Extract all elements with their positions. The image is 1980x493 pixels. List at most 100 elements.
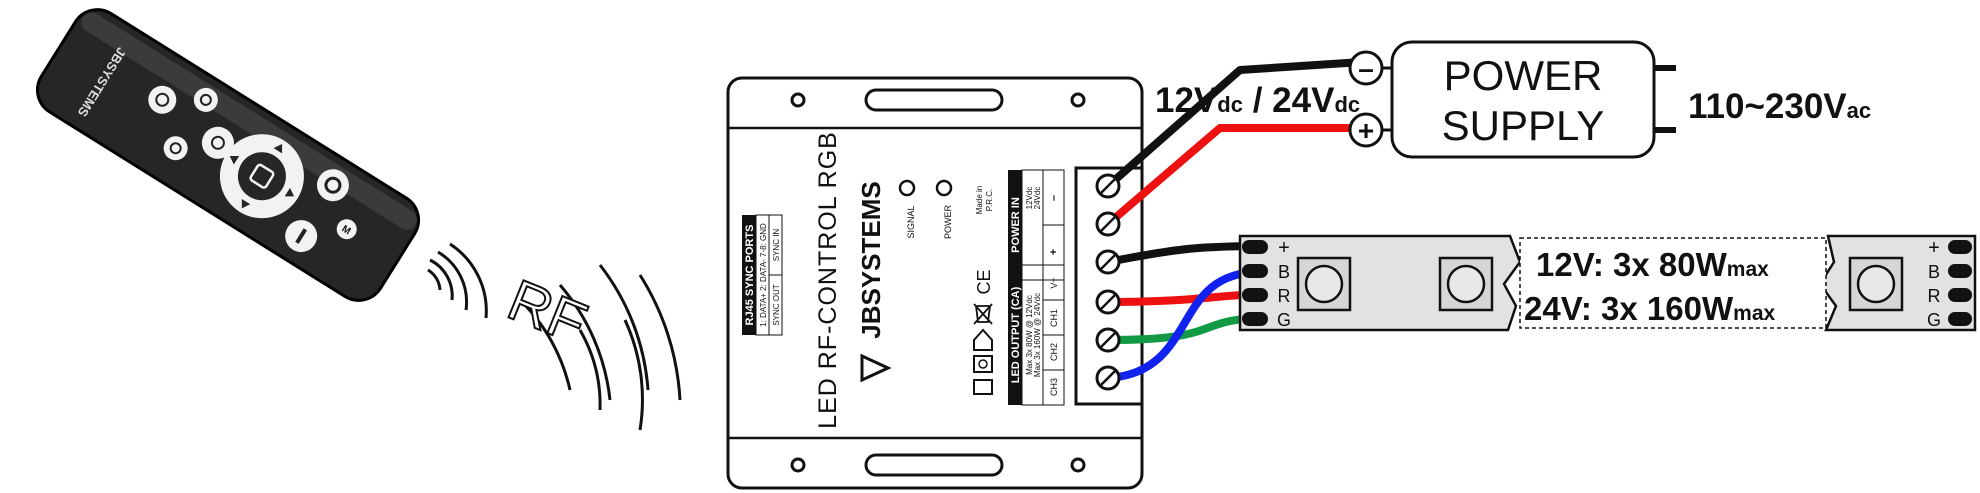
power-supply-negative-terminal: – [1348,50,1384,86]
led-output-max12: Max 3x 80W @ 12Vdc [1025,295,1034,375]
power-supply-line2: SUPPLY [1442,102,1605,149]
mount-hole [790,92,806,108]
led-strip-pin-b-left: B [1278,262,1290,282]
led-strip-spec-12v-main: 12V: 3x 80W [1536,246,1728,283]
indoor-icon [973,355,993,373]
power-in-minus: – [1048,195,1060,201]
dc-voltage-12v: 12V [1155,81,1218,120]
ac-voltage-label: 110~230Vac [1688,87,1871,126]
power-in-label: POWER IN 12Vdc 24Vdc + – [1008,169,1065,281]
manual-icon [973,379,993,395]
led-output-ch3: CH3 [1049,378,1059,396]
compliance-icons: CE Made in P.R.C. [973,186,994,395]
led-output-max24: Max 3x 160W @ 24Vdc [1033,293,1042,377]
signal-led [898,179,916,197]
rf-waves [427,242,682,431]
ce-mark: CE [974,269,994,294]
led-output-ch2: CH2 [1049,343,1059,361]
remote-button-m[interactable]: M [333,215,361,243]
mount-slot [864,88,1004,112]
wire-power-positive [1104,124,1376,228]
house-icon [973,328,993,351]
dc-voltage-24v: 24V [1272,81,1335,120]
dc-voltage-24v-sub: dc [1334,92,1360,117]
rf-label: RF [499,267,595,356]
remote-button-timer[interactable] [189,83,222,116]
rj45-sync-out: SYNC OUT [772,284,781,325]
rj45-pins: 1: DATA+ 2: DATA- 7-8: GND [759,223,768,327]
led-output-vplus: V+ [1049,277,1059,288]
power-supply-box [1390,40,1656,159]
terminal-screw-power-pos [1095,211,1121,237]
weee-bin-icon [973,303,993,325]
terminal-screws [1095,173,1121,391]
ac-voltage-main: 110~230V [1688,87,1847,126]
rj45-sync-ports-label: RJ45 SYNC PORTS 1: DATA+ 2: DATA- 7-8: G… [742,214,783,336]
signal-label: SIGNAL [906,205,916,238]
made-in-country: P.R.C. [985,189,994,212]
controller-brand: JBSYSTEMS [856,181,886,339]
remote-button-power-on[interactable] [143,80,182,119]
terminal-block [1074,166,1144,406]
remote-dpad[interactable] [204,118,320,234]
made-in-label: Made in [975,186,984,214]
controller-box: LED RF-CONTROL RGB JBSYSTEMS SIGNAL POWE… [726,76,1144,490]
power-supply-plus: + [1358,115,1374,146]
led-strip-pin-b-right: B [1928,262,1940,282]
led-output-ch1: CH1 [1049,309,1059,327]
power-in-plus: + [1048,249,1060,255]
wire-led-ch3-blue [1104,268,1264,382]
led-strip-spec-24v-sub: max [1733,302,1775,325]
mount-hole [1070,457,1086,473]
led-strip-pin-g-right: G [1927,310,1941,330]
power-supply-minus: – [1358,53,1374,84]
led-strip-pin-r-left: R [1278,286,1291,306]
led-strip: + B R G 12V: 3x 80Wmax 24V: 3x 160Wmax +… [1238,234,1977,332]
terminal-screw-vplus [1095,249,1121,275]
rj45-title: RJ45 SYNC PORTS [744,225,756,326]
remote-control: JBSYSTEMS M [35,8,421,302]
controller-brand-logo: JBSYSTEMS [856,181,892,383]
led-strip-spec-12v: 12V: 3x 80Wmax [1536,246,1769,283]
terminal-screw-ch3 [1095,365,1121,391]
led-strip-spec-24v-main: 24V: 3x 160W [1524,290,1734,327]
led-output-title: LED OUTPUT (CA) [1010,286,1022,383]
remote-button-speed[interactable] [159,132,192,165]
terminal-screw-ch2 [1095,327,1121,353]
power-in-12v: 12Vdc [1025,187,1034,210]
remote-button-on[interactable] [311,163,355,207]
mount-slot [864,453,1004,477]
led-chip [1438,256,1494,312]
led-chip [1296,256,1352,312]
wire-power-negative [1104,58,1366,190]
power-supply-positive-terminal: + [1348,112,1384,148]
led-output-label: LED OUTPUT (CA) Max 3x 80W @ 12Vdc Max 3… [1008,264,1065,406]
led-strip-spec-area [1519,237,1827,329]
dc-voltage-label: 12Vdc / 24Vdc [1155,81,1360,120]
terminal-screw-power-neg [1095,173,1121,199]
remote-button-mode[interactable] [196,121,240,165]
mount-hole [790,457,806,473]
mount-hole [1070,92,1086,108]
dc-voltage-12v-sub: dc [1217,92,1243,117]
power-label: POWER [943,205,953,240]
power-in-24v: 24Vdc [1033,187,1042,210]
rj45-sync-in: SYNC IN [772,229,781,262]
controller-product-name: LED RF-CONTROL RGB [814,131,842,429]
led-strip-pin-r-right: R [1928,286,1941,306]
power-led [935,179,953,197]
remote-button-off[interactable] [279,214,323,258]
led-strip-pin-g-left: G [1277,310,1291,330]
dc-voltage-sep: / [1243,81,1272,120]
power-supply-line1: POWER [1444,52,1603,99]
terminal-screw-ch1 [1095,289,1121,315]
power-supply: POWER SUPPLY – + [1348,40,1676,159]
led-strip-spec-24v: 24V: 3x 160Wmax [1524,290,1775,327]
led-strip-spec-12v-sub: max [1727,258,1769,281]
power-in-title: POWER IN [1010,197,1022,253]
led-chip [1848,256,1904,312]
led-strip-pin-plus-right: + [1928,237,1940,259]
led-strip-pin-plus-left: + [1278,237,1290,259]
ac-voltage-sub: ac [1847,98,1871,123]
